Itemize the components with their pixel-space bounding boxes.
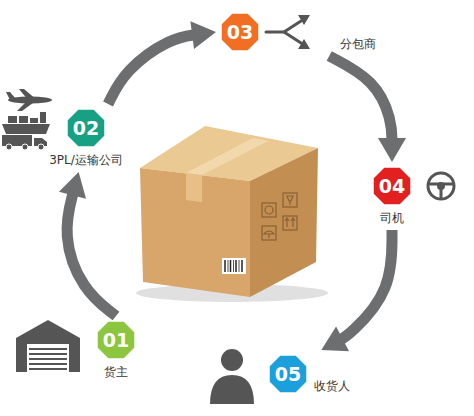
door-slats [29, 349, 67, 369]
flow-arrow [108, 21, 216, 104]
plane-tail [6, 92, 16, 100]
transport-icons [2, 89, 52, 150]
ship-container [30, 118, 38, 123]
person-head [221, 349, 243, 371]
wheel-rim [428, 173, 454, 199]
box-tape [186, 173, 202, 202]
ship-container [8, 116, 17, 123]
step-badge: 03 [220, 12, 260, 52]
ship-bridge [40, 112, 46, 123]
octagon [221, 13, 259, 51]
symbol-frame [283, 193, 297, 207]
split-branch [266, 21, 301, 32]
split-arrowhead [298, 39, 310, 49]
step-node: 02 3PL/运输公司 [49, 108, 123, 168]
plane-wing [17, 100, 37, 111]
step-node: 04 司机 [372, 166, 412, 226]
door-slat [29, 348, 67, 350]
step-node: 01 货主 [96, 320, 136, 380]
glass-symbol [287, 196, 293, 205]
step-node: 05 收货人 [268, 354, 350, 394]
arrow-shaft [108, 34, 198, 104]
step-label: 3PL/运输公司 [49, 152, 123, 168]
step-number: 01 [96, 320, 136, 360]
barcode [225, 260, 242, 272]
step-label: 货主 [104, 364, 128, 380]
truck-wheel [38, 144, 44, 150]
handling-symbols [262, 193, 297, 240]
step-number: 04 [372, 166, 412, 206]
step-badge: 04 [372, 166, 412, 206]
barcode-bar [239, 260, 240, 272]
split-arrowhead [298, 15, 310, 25]
warehouse-door [27, 344, 69, 372]
door-slat [29, 363, 67, 365]
person-icon [210, 349, 254, 404]
box-tape [186, 138, 268, 175]
ship-hull [2, 124, 50, 134]
arrowhead [378, 138, 406, 162]
truck-trailer [2, 135, 32, 146]
flow-arrow [321, 230, 392, 351]
step-node: 03 分包商 [220, 12, 376, 52]
box-front [140, 168, 250, 297]
arrowhead [190, 21, 216, 49]
step-badge: 01 [96, 320, 136, 360]
recycle-symbol [265, 206, 273, 214]
arrow-shaft [337, 230, 392, 342]
symbol-frame [262, 226, 276, 240]
step-number: 02 [66, 108, 106, 148]
warehouse-icon [16, 320, 80, 372]
octagon [97, 321, 135, 359]
symbol-frame [283, 216, 297, 230]
octagon [269, 355, 307, 393]
split-icon [266, 21, 301, 43]
box-side [250, 148, 318, 297]
updown-symbol [285, 218, 295, 227]
barcode-bar [241, 260, 243, 272]
truck-wheel [6, 144, 12, 150]
step-number: 03 [220, 12, 260, 52]
umbrella-symbol [264, 231, 274, 238]
step-label: 分包商 [340, 36, 376, 52]
octagon [67, 109, 105, 147]
split-branch [284, 32, 301, 43]
door-slat [29, 368, 67, 370]
barcode-bar [228, 260, 229, 272]
barcode-label [222, 258, 246, 274]
step-label: 司机 [380, 210, 404, 226]
flow-arrow [329, 56, 406, 162]
barcode-bar [230, 260, 232, 272]
step-label: 收货人 [314, 378, 350, 394]
warehouse-body [16, 320, 80, 372]
octagon [373, 167, 411, 205]
person-body [210, 375, 254, 404]
parcel-box [136, 126, 328, 302]
arrowhead [321, 326, 349, 351]
steering-wheel-icon [428, 173, 454, 199]
flow-arrow [59, 172, 116, 316]
door-slat [29, 358, 67, 360]
arrow-shaft [329, 56, 392, 144]
ship-container [19, 116, 28, 123]
step-badge: 05 [268, 354, 308, 394]
arrow-shaft [67, 189, 116, 316]
plane-wing [19, 89, 37, 100]
arrowhead [59, 172, 86, 199]
barcode-bar [235, 260, 237, 272]
wheel-hub [437, 182, 445, 190]
door-slat [29, 353, 67, 355]
truck-wheel [22, 144, 28, 150]
step-badge: 02 [66, 108, 106, 148]
symbol-frame [262, 203, 276, 217]
barcode-bar [224, 260, 226, 272]
step-number: 05 [268, 354, 308, 394]
barcode-bar [233, 260, 234, 272]
